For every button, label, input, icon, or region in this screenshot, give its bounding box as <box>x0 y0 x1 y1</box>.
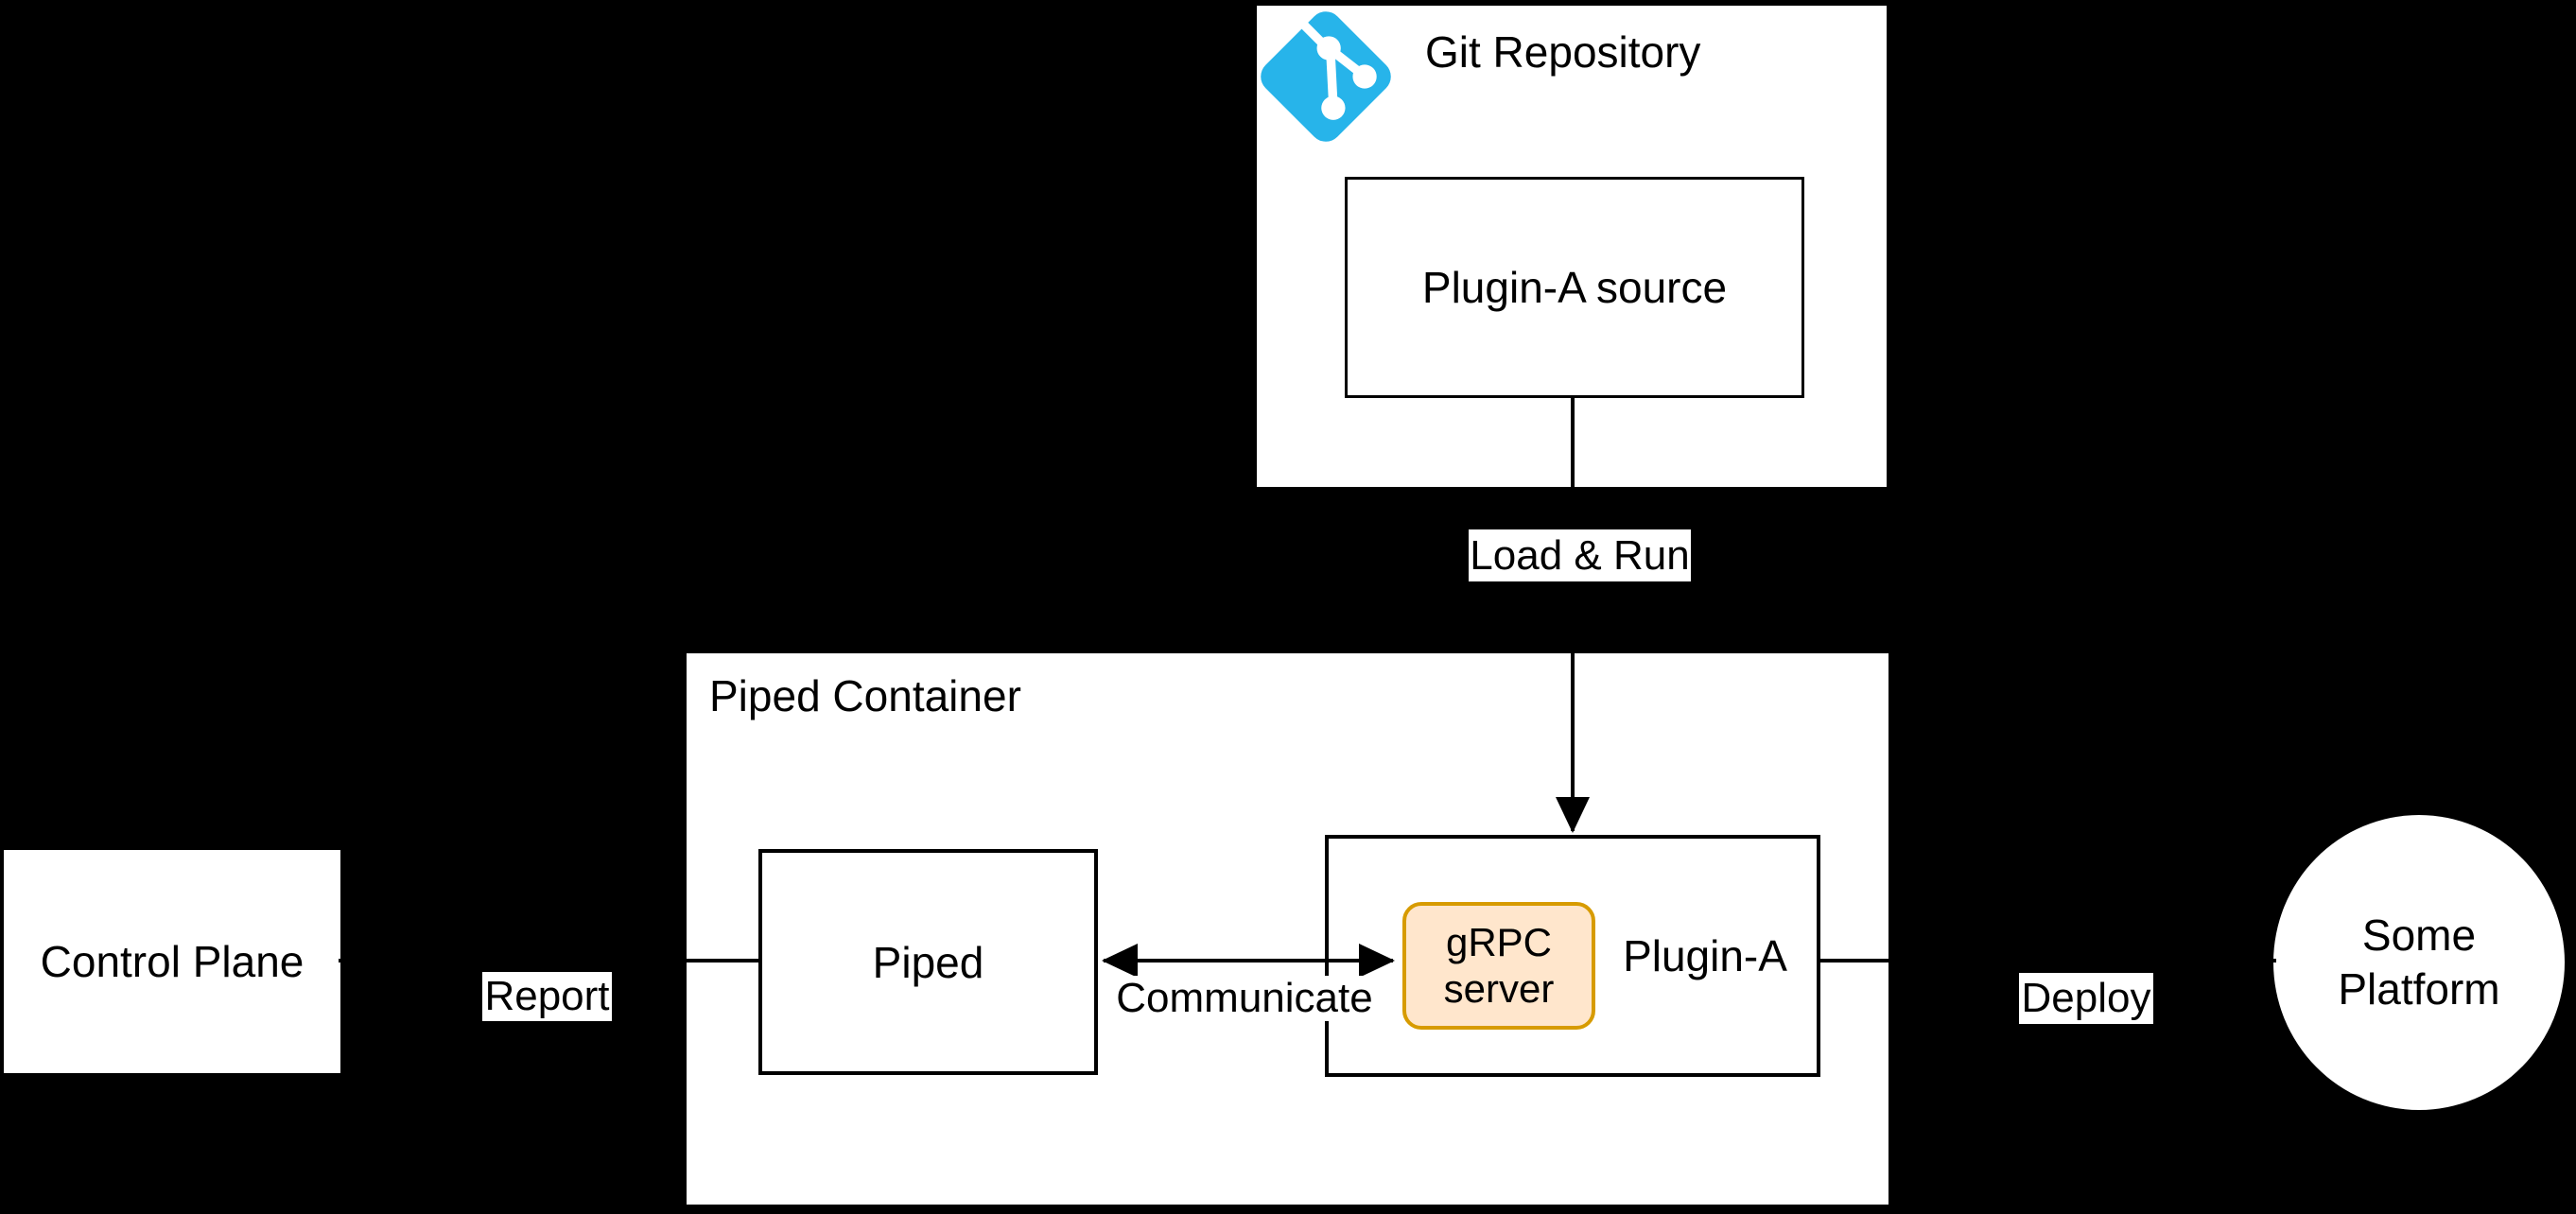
communicate-label: Communicate <box>1116 975 1373 1021</box>
node-some-platform: Some Platform <box>2273 815 2565 1110</box>
piped-label: Piped <box>872 937 984 987</box>
grpc-server-label: gRPC server <box>1443 920 1555 1011</box>
load-and-run-label: Load & Run <box>1469 529 1691 581</box>
piped-container-label: Piped Container <box>709 671 1021 720</box>
node-plugin-a-source: Plugin-A source <box>1345 177 1804 398</box>
deploy-label: Deploy <box>2019 973 2153 1024</box>
control-plane-label: Control Plane <box>40 937 305 986</box>
node-plugin-a: gRPC server Plugin-A <box>1325 835 1820 1077</box>
plugin-a-label: Plugin-A <box>1623 931 1787 980</box>
node-grpc-server: gRPC server <box>1402 902 1595 1030</box>
node-piped: Piped <box>758 849 1098 1075</box>
git-branch-icon <box>1261 11 1391 142</box>
git-repository-label: Git Repository <box>1425 27 1701 77</box>
some-platform-label: Some Platform <box>2338 910 2500 1015</box>
node-control-plane: Control Plane <box>4 850 340 1073</box>
report-label: Report <box>482 972 612 1021</box>
plugin-a-source-label: Plugin-A source <box>1421 263 1728 312</box>
